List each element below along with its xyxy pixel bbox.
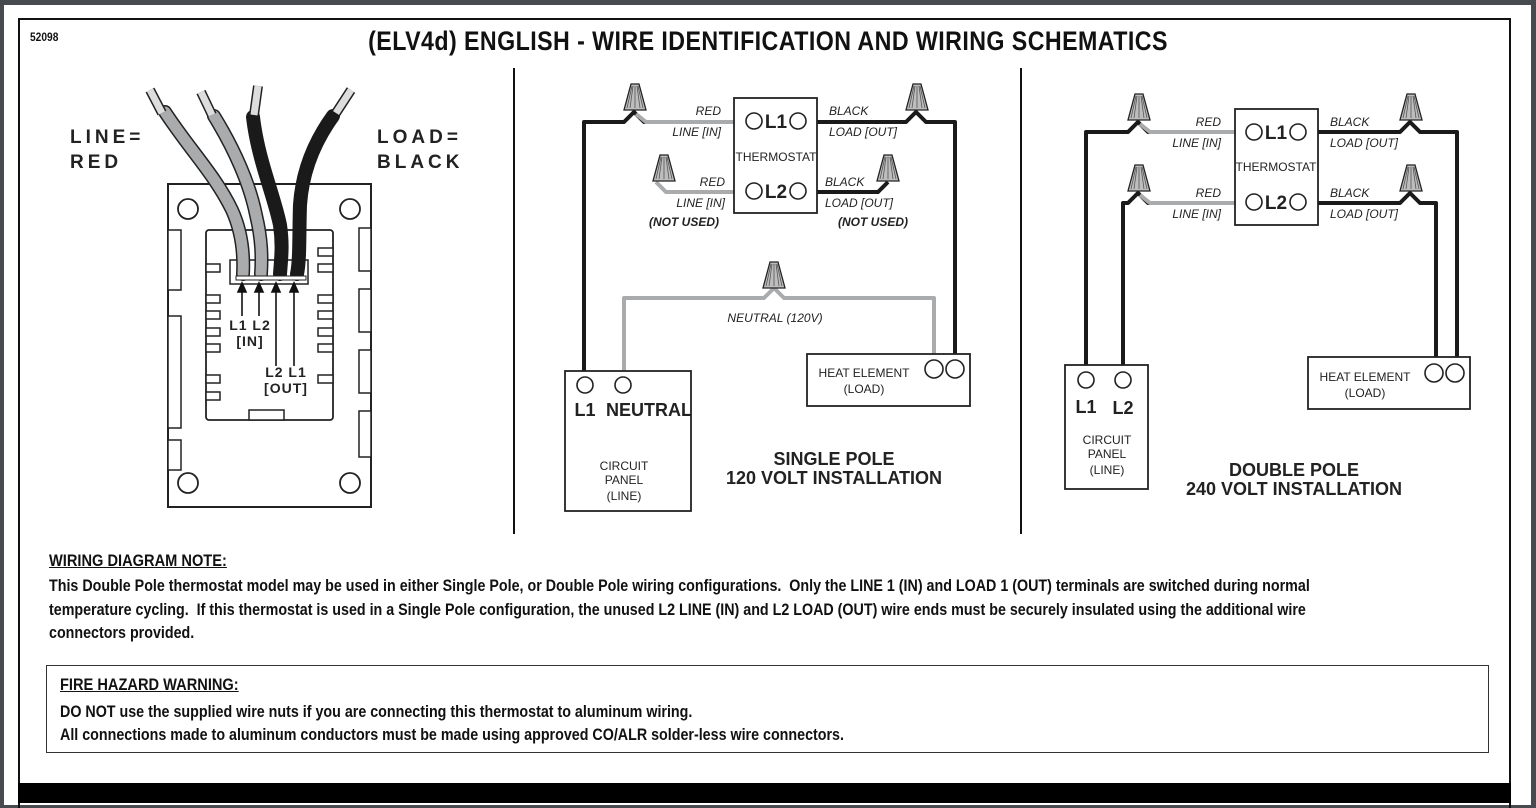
- wire-color-label: BLACK: [1330, 115, 1370, 129]
- line-wire-l1: [582, 110, 744, 372]
- mount-hole: [177, 472, 199, 494]
- load-wire-1: [290, 87, 356, 281]
- out-label: [OUT]: [264, 380, 308, 396]
- wire-color-label: BLACK: [829, 104, 869, 118]
- wire-color-label: BLACK: [1330, 186, 1370, 200]
- wire-nut-icon: [623, 83, 647, 111]
- wire-nut-icon: [876, 154, 900, 182]
- document-id: 52098: [30, 30, 59, 44]
- heat-element-label: HEAT ELEMENT: [1320, 370, 1412, 384]
- panel-label: (LINE): [607, 489, 642, 503]
- wire-nut-icon: [905, 83, 929, 111]
- black-load-wire-2: [808, 180, 890, 194]
- black-load-wire-1: [1308, 120, 1459, 362]
- double-pole-caption: DOUBLE POLE: [1229, 460, 1359, 480]
- thermostat-label: THERMOSTAT: [1236, 160, 1318, 174]
- wire-color-label: RED: [1196, 186, 1222, 200]
- in-terminals-label: L1 L2: [229, 317, 271, 333]
- panel-label: CIRCUIT: [600, 459, 649, 473]
- line-in-label: LINE [IN]: [676, 196, 725, 210]
- heat-element: [806, 353, 971, 407]
- mount-hole: [339, 198, 361, 220]
- line-label-1: LINE=: [70, 127, 144, 148]
- out-terminals-label: L2 L1: [265, 364, 307, 380]
- line-wire-1: [145, 87, 251, 281]
- note-heading: WIRING DIAGRAM NOTE:: [49, 551, 227, 570]
- black-load-wire-1: [808, 110, 957, 358]
- wire-identification: LINE= RED LOAD= BLACK: [70, 85, 464, 508]
- wire-nut-icon: [652, 154, 676, 182]
- load-out-label: LOAD [OUT]: [1330, 207, 1399, 221]
- warning-line: DO NOT use the supplied wire nuts if you…: [60, 702, 693, 721]
- fire-hazard-warning-box: [46, 665, 1489, 753]
- single-pole-diagram: L1 L2 THERMOSTAT RED LINE [IN] BLACK LOA…: [564, 83, 971, 512]
- wire-nut-icon: [1127, 164, 1151, 192]
- heat-element: [1307, 356, 1471, 410]
- double-pole-diagram: L1 L2 THERMOSTAT RED LINE [IN] BLACK LOA…: [1064, 93, 1471, 499]
- terminal-l1: L1: [1265, 123, 1288, 144]
- wire-color-label: BLACK: [825, 175, 865, 189]
- red-line-wire-2: [654, 180, 744, 194]
- load-out-label: LOAD [OUT]: [825, 196, 894, 210]
- terminal-l2: L2: [1265, 193, 1287, 214]
- panel-label: PANEL: [605, 473, 644, 487]
- panel-terminal-label: NEUTRAL: [606, 400, 692, 420]
- wire-nut-icon: [1399, 164, 1423, 192]
- circuit-panel: [564, 370, 692, 512]
- mount-hole: [177, 198, 199, 220]
- load-label-2: BLACK: [377, 152, 464, 173]
- wire-color-label: RED: [696, 104, 722, 118]
- in-label: [IN]: [236, 333, 263, 349]
- line-in-label: LINE [IN]: [1172, 136, 1221, 150]
- not-used-label: (NOT USED): [838, 215, 908, 229]
- page-title: (ELV4d) ENGLISH - WIRE IDENTIFICATION AN…: [368, 26, 1168, 56]
- load-label-1: LOAD=: [377, 127, 462, 148]
- note-line: connectors provided.: [49, 623, 195, 642]
- neutral-label: NEUTRAL (120V): [727, 311, 822, 325]
- wire-color-label: RED: [1196, 115, 1222, 129]
- load-out-label: LOAD [OUT]: [829, 125, 898, 139]
- load-out-label: LOAD [OUT]: [1330, 136, 1399, 150]
- terminal-l2: L2: [765, 182, 787, 203]
- double-pole-caption: 240 VOLT INSTALLATION: [1186, 479, 1402, 499]
- terminal-l1: L1: [765, 112, 788, 133]
- not-used-label: (NOT USED): [649, 215, 719, 229]
- circuit-panel: [1064, 364, 1149, 490]
- black-load-wire-2: [1308, 191, 1438, 362]
- note-line: temperature cycling. If this thermostat …: [49, 599, 1306, 619]
- thermostat-label: THERMOSTAT: [736, 150, 818, 164]
- line-wire-2: [196, 89, 269, 281]
- heat-element-label: (LOAD): [844, 382, 885, 396]
- panel-terminal-label: L1: [1075, 397, 1096, 417]
- line-in-label: LINE [IN]: [1172, 207, 1221, 221]
- line-in-label: LINE [IN]: [672, 125, 721, 139]
- warning-line: All connections made to aluminum conduct…: [60, 725, 844, 744]
- heat-element-label: (LOAD): [1345, 386, 1386, 400]
- panel-label: CIRCUIT: [1083, 433, 1132, 447]
- single-pole-caption: SINGLE POLE: [773, 449, 894, 469]
- red-line-wire-1: [634, 112, 744, 124]
- wire-color-label: RED: [700, 175, 726, 189]
- mount-hole: [339, 472, 361, 494]
- red-line-wire-1: [1138, 122, 1244, 134]
- wire-nut-icon: [1399, 93, 1423, 121]
- panel-terminal-label: L2: [1112, 398, 1133, 418]
- line-label-2: RED: [70, 152, 122, 173]
- terminal-arrows: [236, 281, 300, 366]
- note-body: This Double Pole thermostat model may be…: [49, 574, 1443, 645]
- panel-terminal-label: L1: [574, 400, 595, 420]
- document-frame: [18, 18, 1511, 808]
- line-wire-l1: [1084, 120, 1244, 372]
- panel-label: PANEL: [1088, 447, 1127, 461]
- warning-heading: FIRE HAZARD WARNING:: [60, 675, 239, 694]
- load-wire-2: [246, 85, 289, 281]
- heat-element-label: HEAT ELEMENT: [819, 366, 911, 380]
- panel-label: (LINE): [1090, 463, 1125, 477]
- single-pole-caption: 120 VOLT INSTALLATION: [726, 468, 942, 488]
- wire-nut-icon: [1127, 93, 1151, 121]
- wire-nut-icon: [762, 261, 786, 289]
- red-line-wire-2: [1138, 193, 1244, 205]
- note-line: This Double Pole thermostat model may be…: [49, 576, 1310, 595]
